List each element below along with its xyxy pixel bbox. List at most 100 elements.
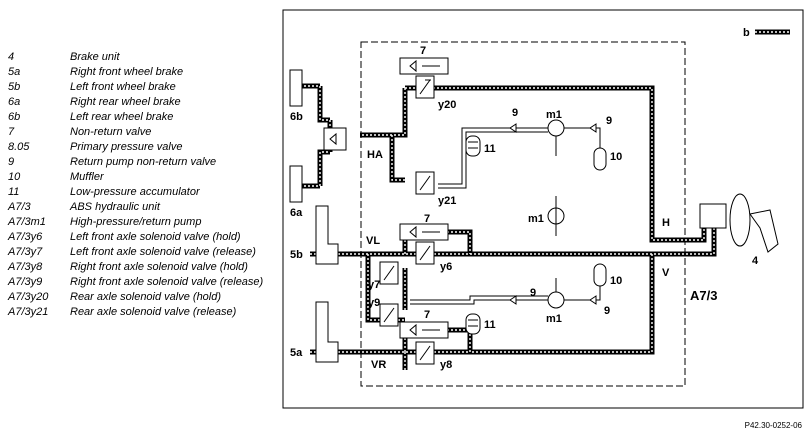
valve-y8 (415, 341, 435, 365)
label-y8: y8 (440, 359, 452, 371)
legend-code: A7/3y6 (8, 231, 43, 243)
legend-code: 10 (8, 171, 21, 183)
return-lines (410, 127, 601, 305)
valve-y7 (379, 261, 399, 285)
label-6b: 6b (290, 111, 303, 123)
label-y9: y9 (368, 297, 380, 309)
legend-code: A7/3 (8, 201, 31, 213)
label-9-c: 9 (530, 287, 536, 299)
label-m1-bottom: m1 (546, 313, 562, 325)
accumulators (465, 135, 481, 335)
legend-row: 8.05 Primary pressure valve (8, 140, 278, 155)
legend-description: Left rear wheel brake (70, 111, 174, 123)
label-V: V (662, 267, 670, 279)
legend-row: 6b Left rear wheel brake (8, 110, 278, 125)
legend-code: 7 (8, 126, 15, 138)
label-HA: HA (367, 149, 383, 161)
pumps (509, 119, 597, 309)
legend-code: 4 (8, 51, 15, 63)
legend-description: Left front wheel brake (70, 81, 176, 93)
legend-row: 9 Return pump non-return valve (8, 155, 278, 170)
legend-description: Brake unit (70, 51, 120, 63)
valve-y20 (415, 75, 435, 99)
label-5a: 5a (290, 347, 303, 359)
non-return-valves (323, 57, 449, 339)
brake-lines (300, 83, 717, 370)
wheel-brake-6a (289, 165, 303, 203)
legend-row: 4 Brake unit (8, 50, 278, 65)
label-6a: 6a (290, 207, 303, 219)
mufflers (593, 147, 607, 287)
label-m1-mid: m1 (528, 213, 544, 225)
label-VR: VR (371, 359, 386, 371)
legend-description: Right front axle solenoid valve (hold) (70, 261, 248, 273)
diagram-frame (282, 9, 804, 409)
legend-description: Right rear wheel brake (70, 96, 181, 108)
label-y7: y7 (368, 279, 380, 291)
label-7-mid: 7 (424, 213, 430, 225)
label-9-b: 9 (606, 115, 612, 127)
legend-code: 6b (8, 111, 21, 123)
label-11-bottom: 11 (484, 319, 496, 331)
label-VL: VL (366, 235, 380, 247)
brake-unit (699, 193, 779, 253)
valve-y21 (415, 171, 435, 195)
legend-description: Rear axle solenoid valve (hold) (70, 291, 222, 303)
legend-row: 10 Muffler (8, 170, 278, 185)
wheel-brake-6b (289, 69, 303, 107)
legend-description: Return pump non-return valve (70, 156, 217, 168)
legend-description: Primary pressure valve (70, 141, 183, 153)
legend-description: Non-return valve (70, 126, 152, 138)
wheel-brakes (289, 69, 339, 363)
label-y20: y20 (438, 99, 456, 111)
label-H: H (662, 217, 670, 229)
legend-description: Low-pressure accumulator (70, 186, 200, 198)
label-unit: A7/3 (690, 288, 717, 303)
legend-row: A7/3 ABS hydraulic unit (8, 200, 278, 215)
legend-code: A7/3y9 (8, 276, 43, 288)
wheel-brake-5b (315, 205, 339, 265)
label-10-bottom: 10 (610, 275, 622, 287)
legend-row: 7 Non-return valve (8, 125, 278, 140)
label-5b: 5b (290, 249, 303, 261)
hydraulic-unit-boundary (360, 41, 686, 387)
label-9-a: 9 (512, 107, 518, 119)
reference-code: P42.30-0252-06 (744, 421, 802, 430)
legend-code: 8.05 (8, 141, 30, 153)
legend-row: 5a Right front wheel brake (8, 65, 278, 80)
legend-row: A7/3y7 Left front axle solenoid valve (re… (8, 245, 278, 260)
label-y21: y21 (438, 195, 456, 207)
label-11-top: 11 (484, 143, 496, 155)
legend-description: Muffler (70, 171, 104, 183)
legend-description: ABS hydraulic unit (70, 201, 160, 213)
legend-row: A7/3y8 Right front axle solenoid valve (h… (8, 260, 278, 275)
label-7-top: 7 (420, 45, 426, 57)
legend-description: Right front wheel brake (70, 66, 184, 78)
valve-y9 (379, 303, 399, 327)
legend-description: Rear axle solenoid valve (release) (70, 306, 237, 318)
label-y6: y6 (440, 261, 452, 273)
legend-code: 5a (8, 66, 21, 78)
label-brake-unit: 4 (752, 255, 759, 267)
legend-code: A7/3y7 (8, 246, 43, 258)
legend-code: 9 (8, 156, 15, 168)
solenoid-valves (379, 75, 435, 365)
line-legend-label: b (743, 27, 750, 39)
label-10-top: 10 (610, 151, 622, 163)
wheel-brake-5a (315, 301, 339, 363)
legend-code: A7/3y8 (8, 261, 43, 273)
label-m1-top: m1 (546, 109, 562, 121)
label-9-d: 9 (604, 305, 610, 317)
legend-description: Left front axle solenoid valve (release) (70, 246, 256, 258)
legend-code: A7/3m1 (8, 216, 46, 228)
